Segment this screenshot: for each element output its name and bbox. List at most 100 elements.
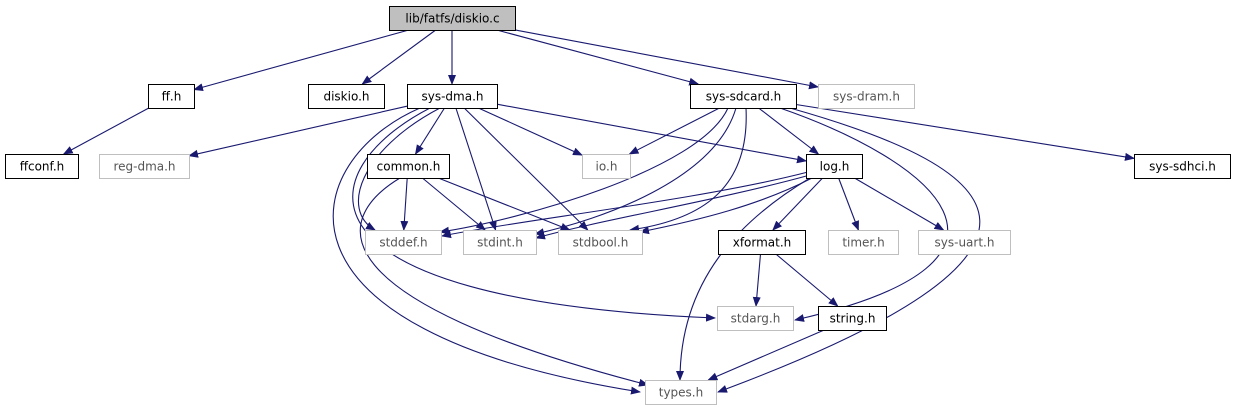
edge-log-h-to-stdbool-h [639,177,813,235]
node-label: io.h [596,160,618,174]
node-stdbool-h: stdbool.h [558,230,643,255]
edge-sys-sdcard-h-to-stdint-h [534,107,737,237]
node-box [308,84,385,109]
node-box [367,154,450,179]
node-label: reg-dma.h [113,160,175,174]
edge-log-h-to-sys-uart-h [854,177,945,231]
node-box [718,230,806,255]
edge-sys-dma-h-to-stddef-h [358,107,441,231]
node-string-h[interactable]: string.h [818,306,887,331]
node-box [645,380,717,405]
node-label: sys-uart.h [935,236,995,250]
node-label: ff.h [162,90,182,104]
edge-common-h-to-stdint-h [422,177,486,231]
node-sys-uart-h: sys-uart.h [918,230,1011,255]
node-label: stdint.h [477,236,523,250]
edge-log-h-to-stddef-h [441,171,809,239]
node-label: xformat.h [733,236,792,250]
node-box [806,154,863,179]
node-box [828,230,899,255]
node-label: stdbool.h [573,236,629,250]
node-box [1134,154,1231,179]
node-diskio-c[interactable]: lib/fatfs/diskio.c [389,6,516,31]
edge-common-h-to-stdbool-h [438,177,571,231]
node-box [690,84,797,109]
node-label: common.h [377,160,441,174]
node-io-h: io.h [582,154,631,179]
edge-log-h-to-types-h [676,177,811,381]
node-ffconf-h[interactable]: ffconf.h [5,154,79,179]
node-types-h: types.h [645,380,717,405]
edge-log-h-to-xformat-h [772,177,823,231]
node-label: sys-sdcard.h [706,90,782,104]
edge-ff-h-to-ffconf-h [62,107,150,155]
node-sys-dma-h[interactable]: sys-dma.h [407,84,498,109]
edge-sys-dma-h-to-io-h [478,107,583,156]
node-label: log.h [820,160,850,174]
edge-string-h-to-types-h [707,329,825,381]
edge-sys-sdcard-h-to-stdbool-h [629,107,747,233]
node-label: stdarg.h [731,312,781,326]
node-xformat-h[interactable]: xformat.h [718,230,806,255]
node-stdarg-h: stdarg.h [717,306,794,331]
node-label: diskio.h [323,90,369,104]
node-box [5,154,79,179]
edge-sys-sdcard-h-to-log-h [758,107,820,155]
edge-sys-sdcard-h-to-types-h [717,107,981,393]
node-label: stddef.h [379,236,427,250]
edge-sys-dma-h-to-log-h [496,103,807,164]
edge-sys-dma-h-to-reg-dma-h [188,105,408,158]
node-box [365,230,442,255]
node-label: types.h [659,386,703,400]
node-box [407,84,498,109]
edge-diskio-c-to-diskio-h [361,29,437,85]
edge-log-h-to-timer-h [838,177,859,231]
node-ff-h[interactable]: ff.h [148,84,195,109]
edge-sys-sdcard-h-to-io-h [628,107,720,155]
nodes-layer: lib/fatfs/diskio.c ff.h ffconf.h diskio.h sy… [5,6,1231,405]
node-box [558,230,643,255]
edges-layer [62,29,1135,395]
node-label: ffconf.h [20,160,65,174]
node-common-h[interactable]: common.h [367,154,450,179]
node-box [818,84,915,109]
node-label: sys-dram.h [833,90,900,104]
edge-common-h-to-stddef-h [400,177,409,231]
node-log-h[interactable]: log.h [806,154,863,179]
edge-sys-dma-h-to-stdarg-h [352,107,716,322]
edge-sys-dma-h-to-common-h [414,107,445,155]
node-box [99,154,190,179]
node-box [463,230,537,255]
node-box [717,306,794,331]
edge-sys-dma-h-to-stdint-h [455,107,497,231]
edge-diskio-c-to-sys-dram-h [514,29,819,90]
edge-common-h-to-types-h [359,177,649,387]
node-stddef-h: stddef.h [365,230,442,255]
node-label: timer.h [842,236,884,250]
node-label: lib/fatfs/diskio.c [405,12,499,26]
node-box [389,6,516,31]
node-sys-sdhci-h[interactable]: sys-sdhci.h [1134,154,1231,179]
node-reg-dma-h: reg-dma.h [99,154,190,179]
node-timer-h: timer.h [828,230,899,255]
node-label: sys-dma.h [421,90,483,104]
edge-sys-dma-h-to-stdbool-h [463,107,589,231]
node-label: string.h [830,312,876,326]
edge-xformat-h-to-stdarg-h [752,253,762,307]
edge-sys-sdcard-h-to-stdarg-h [779,107,948,322]
edge-xformat-h-to-string-h [775,253,839,307]
node-sys-dram-h: sys-dram.h [818,84,915,109]
node-box [818,306,887,331]
node-diskio-h[interactable]: diskio.h [308,84,385,109]
edge-diskio-c-to-ff-h [193,29,409,92]
node-box [148,84,195,109]
node-label: sys-sdhci.h [1149,160,1216,174]
node-box [582,154,631,179]
node-box [918,230,1011,255]
node-sys-sdcard-h[interactable]: sys-sdcard.h [690,84,797,109]
edge-sys-sdcard-h-to-sys-sdhci-h [795,103,1135,161]
edge-sys-dma-h-to-types-h [332,107,641,395]
edge-diskio-c-to-sys-sdcard-h [496,29,700,86]
edge-sys-sdcard-h-to-stddef-h [439,107,729,235]
